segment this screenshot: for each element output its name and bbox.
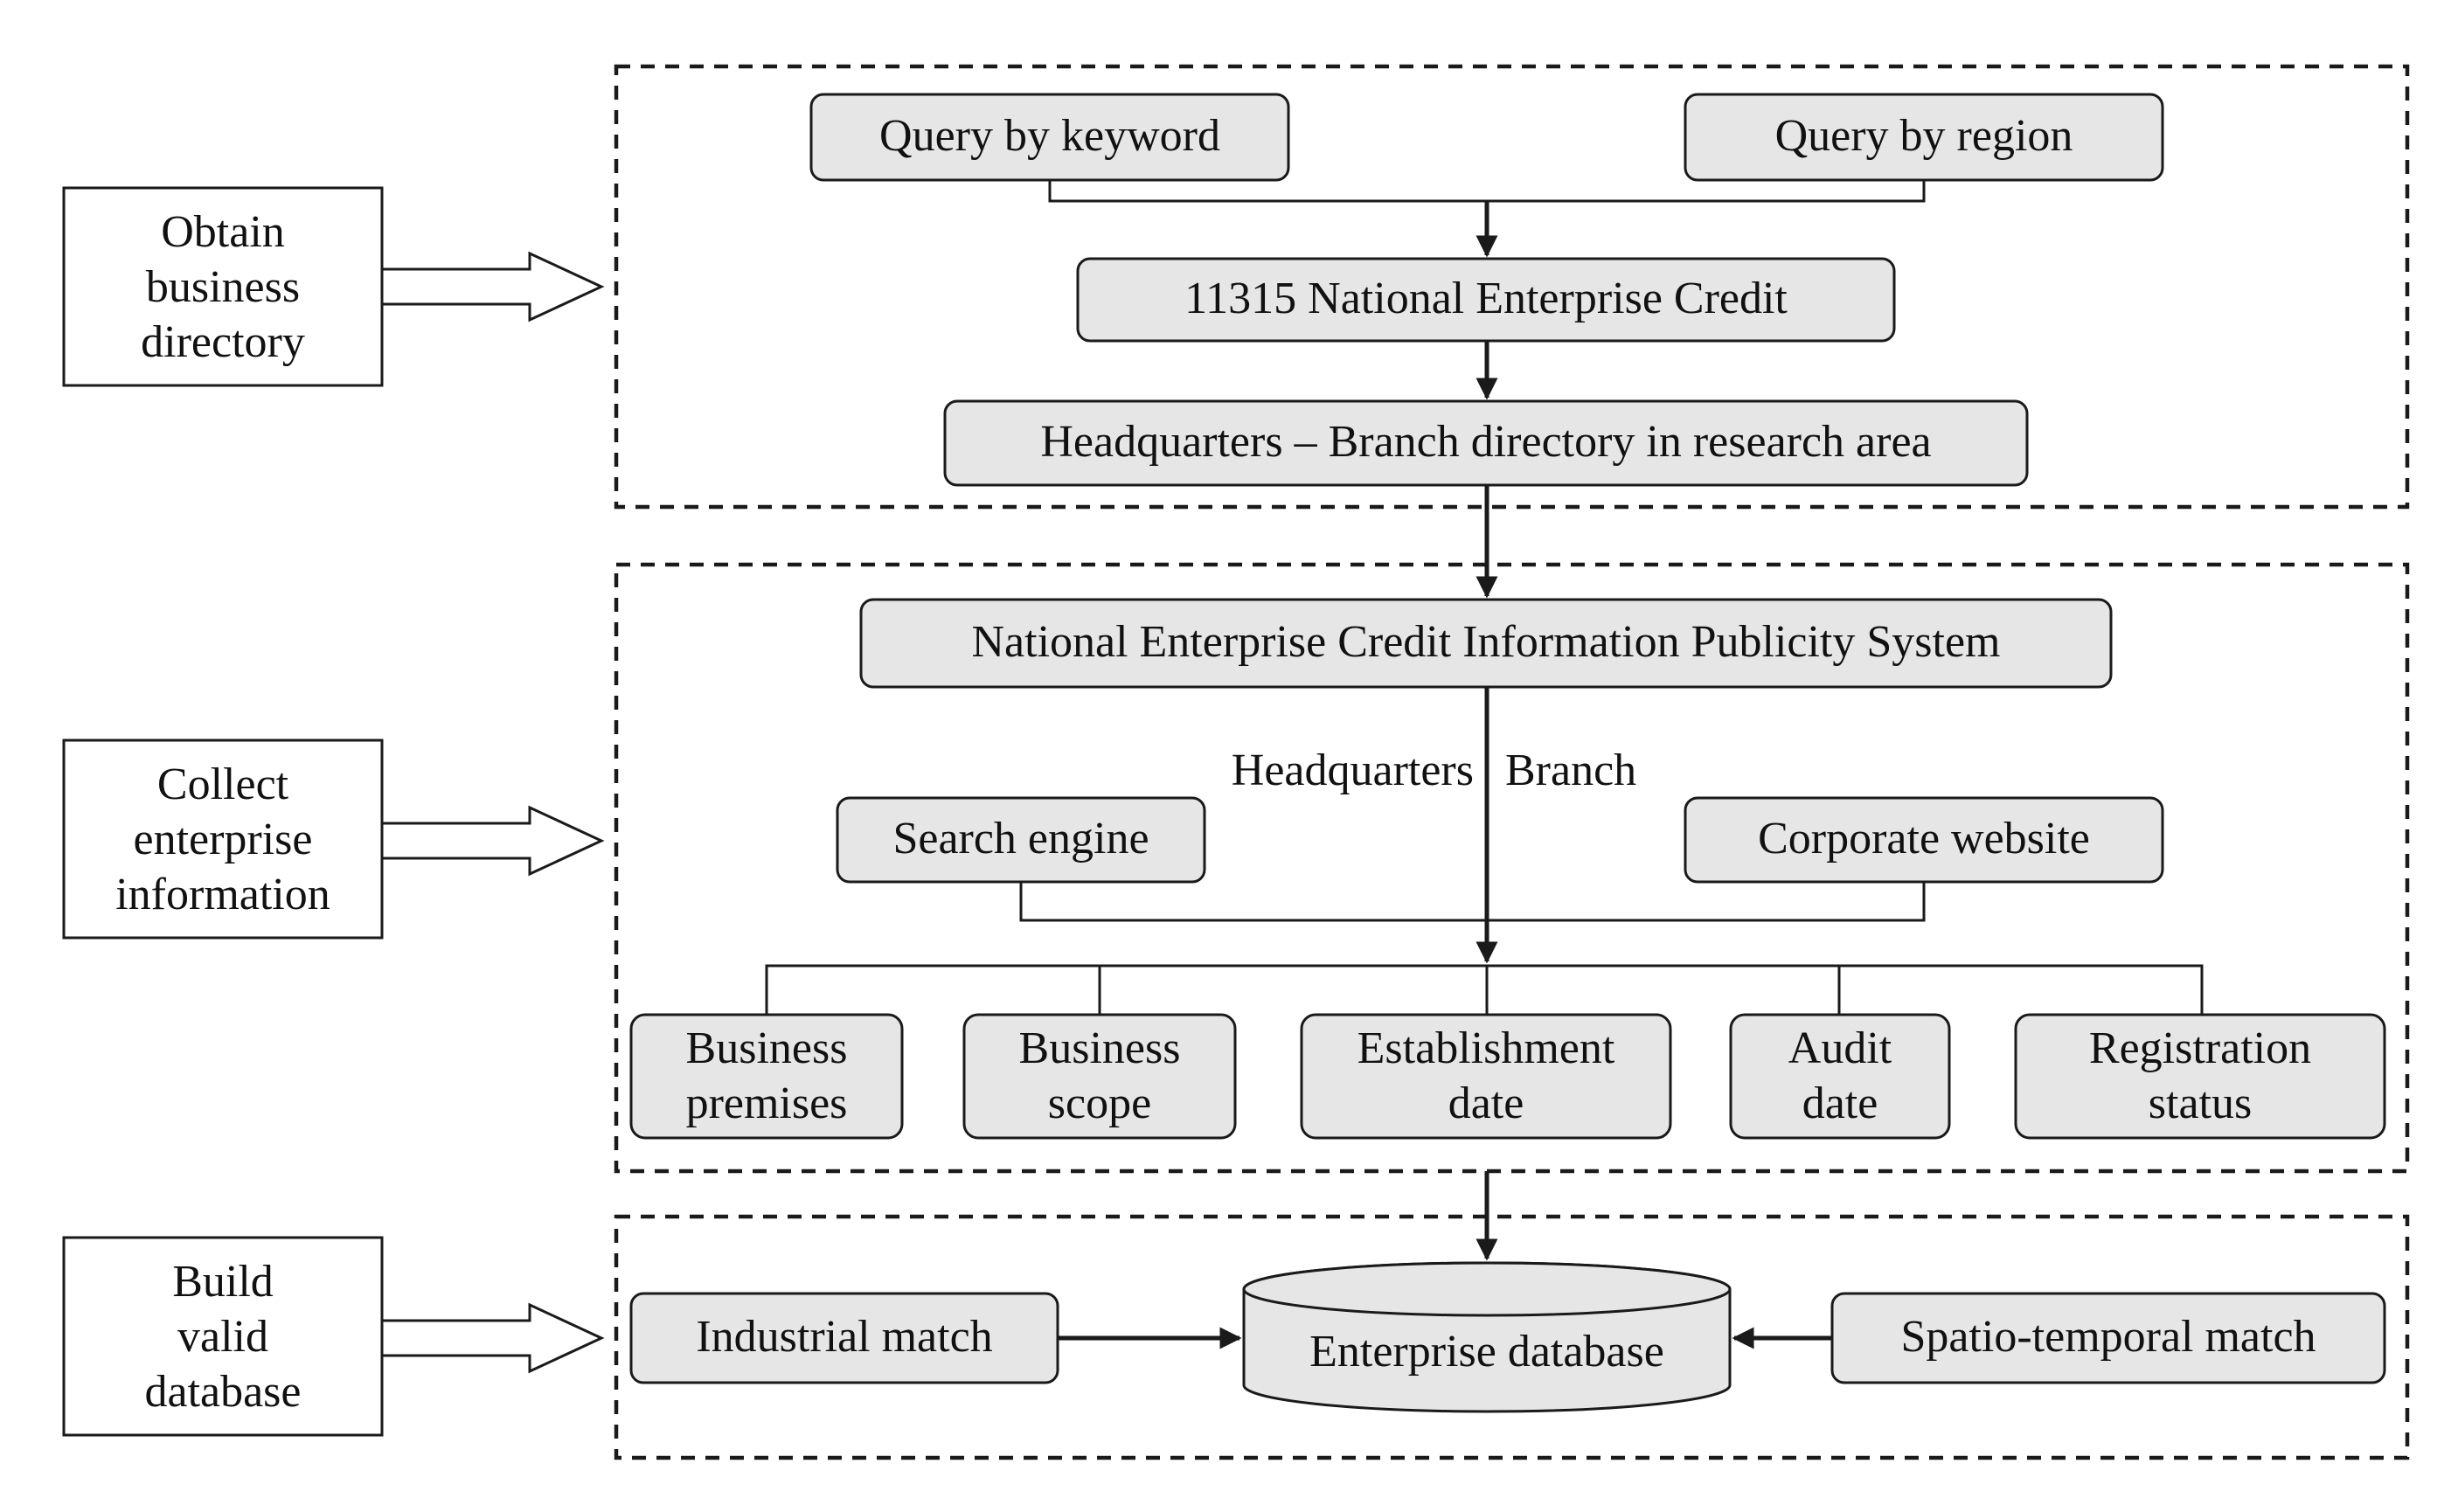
branch-label: Branch	[1505, 746, 1636, 795]
publicity-system-label: National Enterprise Credit Information P…	[971, 617, 2000, 667]
field-business-scope-box: Business scope	[962, 1013, 1237, 1140]
credit-system-label: 11315 National Enterprise Credit	[1184, 274, 1788, 323]
query-by-keyword-box: Query by keyword	[809, 93, 1290, 182]
search-engine-label: Search engine	[892, 814, 1149, 864]
industrial-match-label: Industrial match	[696, 1312, 992, 1362]
field-establishment-date-box: Establishment date	[1300, 1013, 1672, 1140]
field-label-line: Establishment	[1357, 1023, 1615, 1073]
stage-build-valid-database: Build valid database	[62, 1236, 384, 1437]
query-merge-connector	[1048, 180, 1926, 203]
field-label-line: Business	[1019, 1023, 1181, 1073]
section-build-database-frame	[614, 1214, 2410, 1460]
stage-label-line: Collect	[157, 759, 289, 809]
branch-directory-box: Headquarters – Branch directory in resea…	[943, 399, 2029, 487]
field-registration-status-box: Registration status	[2014, 1013, 2386, 1140]
stage-obtain-business-directory: Obtain business directory	[62, 186, 384, 387]
field-audit-date-box: Audit date	[1729, 1013, 1951, 1140]
headquarters-label: Headquarters	[1232, 746, 1474, 795]
enterprise-database-cylinder: Enterprise database	[1242, 1261, 1732, 1413]
field-label-line: Audit	[1788, 1023, 1892, 1073]
stage-label-line: business	[146, 262, 300, 312]
hollow-arrow-icon	[380, 1302, 605, 1374]
query-by-region-box: Query by region	[1684, 93, 2164, 182]
branch-directory-label: Headquarters – Branch directory in resea…	[1040, 417, 1931, 467]
field-label-line: Business	[686, 1023, 848, 1073]
field-label-line: date	[1802, 1079, 1878, 1128]
publicity-system-box: National Enterprise Credit Information P…	[859, 598, 2113, 689]
spatio-temporal-match-box: Spatio-temporal match	[1830, 1292, 2386, 1384]
stage-label-line: information	[115, 870, 330, 919]
credit-system-box: 11315 National Enterprise Credit	[1076, 257, 1896, 343]
field-label-line: status	[2149, 1079, 2252, 1128]
hollow-arrow-icon	[380, 251, 605, 323]
section-collect-information-frame	[614, 562, 2410, 1174]
field-label-line: Registration	[2089, 1023, 2311, 1073]
section-obtain-directory-frame	[614, 64, 2410, 510]
source-merge-connector	[1019, 882, 1926, 922]
hollow-arrow-icon	[380, 805, 605, 877]
industrial-match-box: Industrial match	[629, 1292, 1059, 1384]
search-engine-box: Search engine	[836, 796, 1206, 884]
query-by-keyword-label: Query by keyword	[879, 111, 1220, 161]
stage-label-line: directory	[141, 317, 305, 367]
fields-distribution-connector	[765, 964, 2204, 1015]
stage-collect-enterprise-information: Collect enterprise information	[62, 739, 384, 940]
stage-label-line: valid	[177, 1312, 268, 1362]
stage-label-line: enterprise	[133, 815, 312, 864]
stage-label-line: Obtain	[161, 207, 285, 257]
corporate-website-box: Corporate website	[1684, 796, 2164, 884]
corporate-website-label: Corporate website	[1758, 814, 2090, 864]
field-label-line: scope	[1048, 1079, 1151, 1128]
stage-label-line: database	[144, 1367, 301, 1417]
stage-label-line: Build	[172, 1257, 274, 1307]
spatio-temporal-match-label: Spatio-temporal match	[1900, 1312, 2316, 1362]
field-business-premises-box: Business premises	[629, 1013, 904, 1140]
query-by-region-label: Query by region	[1775, 111, 2073, 161]
field-label-line: premises	[686, 1079, 848, 1128]
field-label-line: date	[1448, 1079, 1524, 1128]
database-label: Enterprise database	[1309, 1327, 1664, 1377]
